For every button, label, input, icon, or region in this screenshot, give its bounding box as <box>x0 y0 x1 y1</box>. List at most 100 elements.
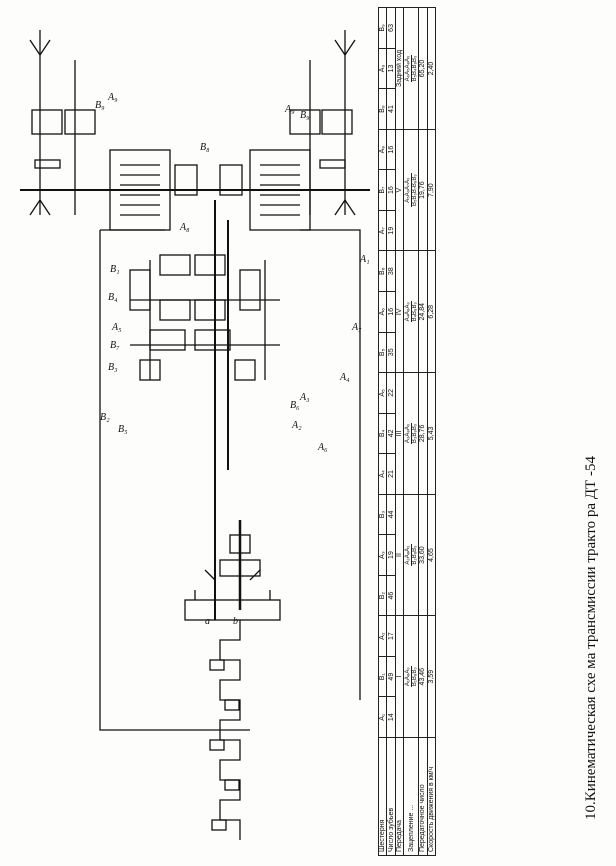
gear-cell: B₈ <box>378 88 387 130</box>
gear-cell: B₃ <box>378 494 387 535</box>
transmission-cell: IV <box>395 250 404 373</box>
engagement-numerator: A₅A₆A₇A₉ <box>404 173 412 208</box>
ratio-cell: 24,84 <box>418 250 428 373</box>
label-b2: B₂ <box>100 412 110 423</box>
gear-cell: A₂ <box>378 615 387 657</box>
spec-table-frame: Шестерня A₁ B₁ A₂ B₂ A₃ B₃ A₄ B₄ A₅ B₅ A… <box>378 7 436 856</box>
teeth-cell: 19 <box>386 210 396 251</box>
teeth-cell: 42 <box>386 413 396 454</box>
engagement-denominator: B₄B₈B₉ <box>411 302 418 322</box>
gear-cell: A₉ <box>378 48 387 89</box>
gear-spec-table: Шестерня A₁ B₁ A₂ B₂ A₃ B₃ A₄ B₄ A₅ B₅ A… <box>378 7 436 856</box>
gear-cell: A₃ <box>378 534 387 576</box>
engagement-denominator: B₃B₈B₉ <box>411 423 418 444</box>
ratio-cell: 28,76 <box>418 372 428 495</box>
row-header-teeth: Число зубьев <box>386 737 396 856</box>
row-header-transmission: Передача <box>395 737 404 856</box>
label-a6: A₆ <box>317 442 328 453</box>
label-b9-right: B₉ <box>300 110 310 121</box>
teeth-cell: 41 <box>386 88 396 130</box>
row-header-engagement: Зацепление ... <box>403 737 419 856</box>
label-gear-a: a <box>205 616 210 627</box>
table-row-transmission: Передача I II III IV V Задний ход <box>395 7 404 856</box>
label-b9: B₉ <box>95 100 105 111</box>
teeth-cell: 21 <box>386 453 396 495</box>
transmission-cell: I <box>395 615 404 738</box>
ratio-cell: 33,60 <box>418 494 428 616</box>
label-a5: A₅ <box>111 322 122 333</box>
speed-cell: 5,43 <box>427 372 436 495</box>
gear-cell: B₉ <box>378 7 387 49</box>
label-b7: B₇ <box>110 340 120 351</box>
engagement-denominator: B₁B₈B₉ <box>411 667 418 687</box>
gear-cell: B₂ <box>378 575 387 616</box>
teeth-cell: 46 <box>386 575 396 616</box>
row-header-speed: Скорость движения в км/ч <box>427 737 436 856</box>
teeth-cell: 19 <box>386 534 396 576</box>
gear-cell: A₈ <box>378 129 387 170</box>
teeth-cell: 38 <box>386 250 396 292</box>
transmission-cell: Задний ход <box>395 7 404 130</box>
label-b4: B₄ <box>108 292 118 303</box>
teeth-cell: 49 <box>386 656 396 697</box>
speed-cell: 4,65 <box>427 494 436 616</box>
label-b6: B₆ <box>290 400 300 411</box>
engagement-numerator: A₆A₅A₈A₉ <box>404 54 412 83</box>
row-header-ratio: Передаточное число <box>418 737 428 856</box>
label-a2: A₂ <box>291 420 302 431</box>
engagement-numerator: A₁A₈A₉ <box>404 666 412 688</box>
transmission-cell: III <box>395 372 404 495</box>
label-gear-b: b <box>233 616 238 627</box>
label-b3: B₃ <box>108 362 118 373</box>
gear-cell: A₆ <box>378 291 387 333</box>
engagement-numerator: A₄A₈A₉ <box>404 301 412 323</box>
gear-cell: A₇ <box>378 210 387 251</box>
label-b5: B₅ <box>118 424 128 435</box>
label-b1: B₁ <box>110 264 120 275</box>
engagement-denominator: B₅B₆B₇B₈B₉ <box>411 174 418 207</box>
gear-cell: A₄ <box>378 453 387 495</box>
engagement-numerator: A₃A₈A₉ <box>404 422 412 445</box>
gear-cell: B₇ <box>378 169 387 211</box>
label-a1: A₁ <box>359 254 370 265</box>
speed-cell: 3,59 <box>427 615 436 738</box>
engagement-denominator: B₂B₈B₉ <box>411 545 418 565</box>
kinematic-diagram: B₉ A₉ A₉ B₉ B₈ A₈ B₁ A₁ B₄ A₅ B₇ B₃ B₂ B… <box>20 30 370 840</box>
ratio-cell: 19,76 <box>418 129 428 251</box>
teeth-cell: 13 <box>386 48 396 89</box>
label-a9: A₉ <box>107 92 118 103</box>
label-a7: A₇ <box>351 322 362 333</box>
engagement-denominator: B₅B₄B₈B₉ <box>411 55 418 82</box>
gear-cell: B₁ <box>378 656 387 697</box>
teeth-cell: 16 <box>386 169 396 211</box>
label-a8: A₈ <box>179 222 190 233</box>
gear-cell: B₄ <box>378 413 387 454</box>
label-b8: B₈ <box>200 142 210 153</box>
label-a4: A₄ <box>339 372 350 383</box>
table-row-speed: Скорость движения в км/ч 3,59 4,65 5,43 … <box>427 7 436 856</box>
gear-cell: A₅ <box>378 372 387 414</box>
table-row-ratio: Передаточное число 43,46 33,60 28,76 24,… <box>418 7 428 856</box>
teeth-cell: 16 <box>386 291 396 333</box>
teeth-cell: 22 <box>386 372 396 414</box>
transmission-cell: II <box>395 494 404 616</box>
teeth-cell: 14 <box>386 696 396 738</box>
gear-cell: A₁ <box>378 696 387 738</box>
gear-cell: B₅ <box>378 332 387 373</box>
ratio-cell: 65,20 <box>418 7 428 130</box>
teeth-cell: 17 <box>386 615 396 657</box>
teeth-cell: 63 <box>386 7 396 49</box>
teeth-cell: 35 <box>386 332 396 373</box>
teeth-cell: 44 <box>386 494 396 535</box>
table-row-teeth: Число зубьев 14 49 17 46 19 44 21 42 22 … <box>386 7 396 856</box>
ratio-cell: 43,46 <box>418 615 428 738</box>
label-a3: A₃ <box>299 392 310 403</box>
gear-cell: B₆ <box>378 250 387 292</box>
engagement-numerator: A₂A₈A₉ <box>404 544 412 566</box>
